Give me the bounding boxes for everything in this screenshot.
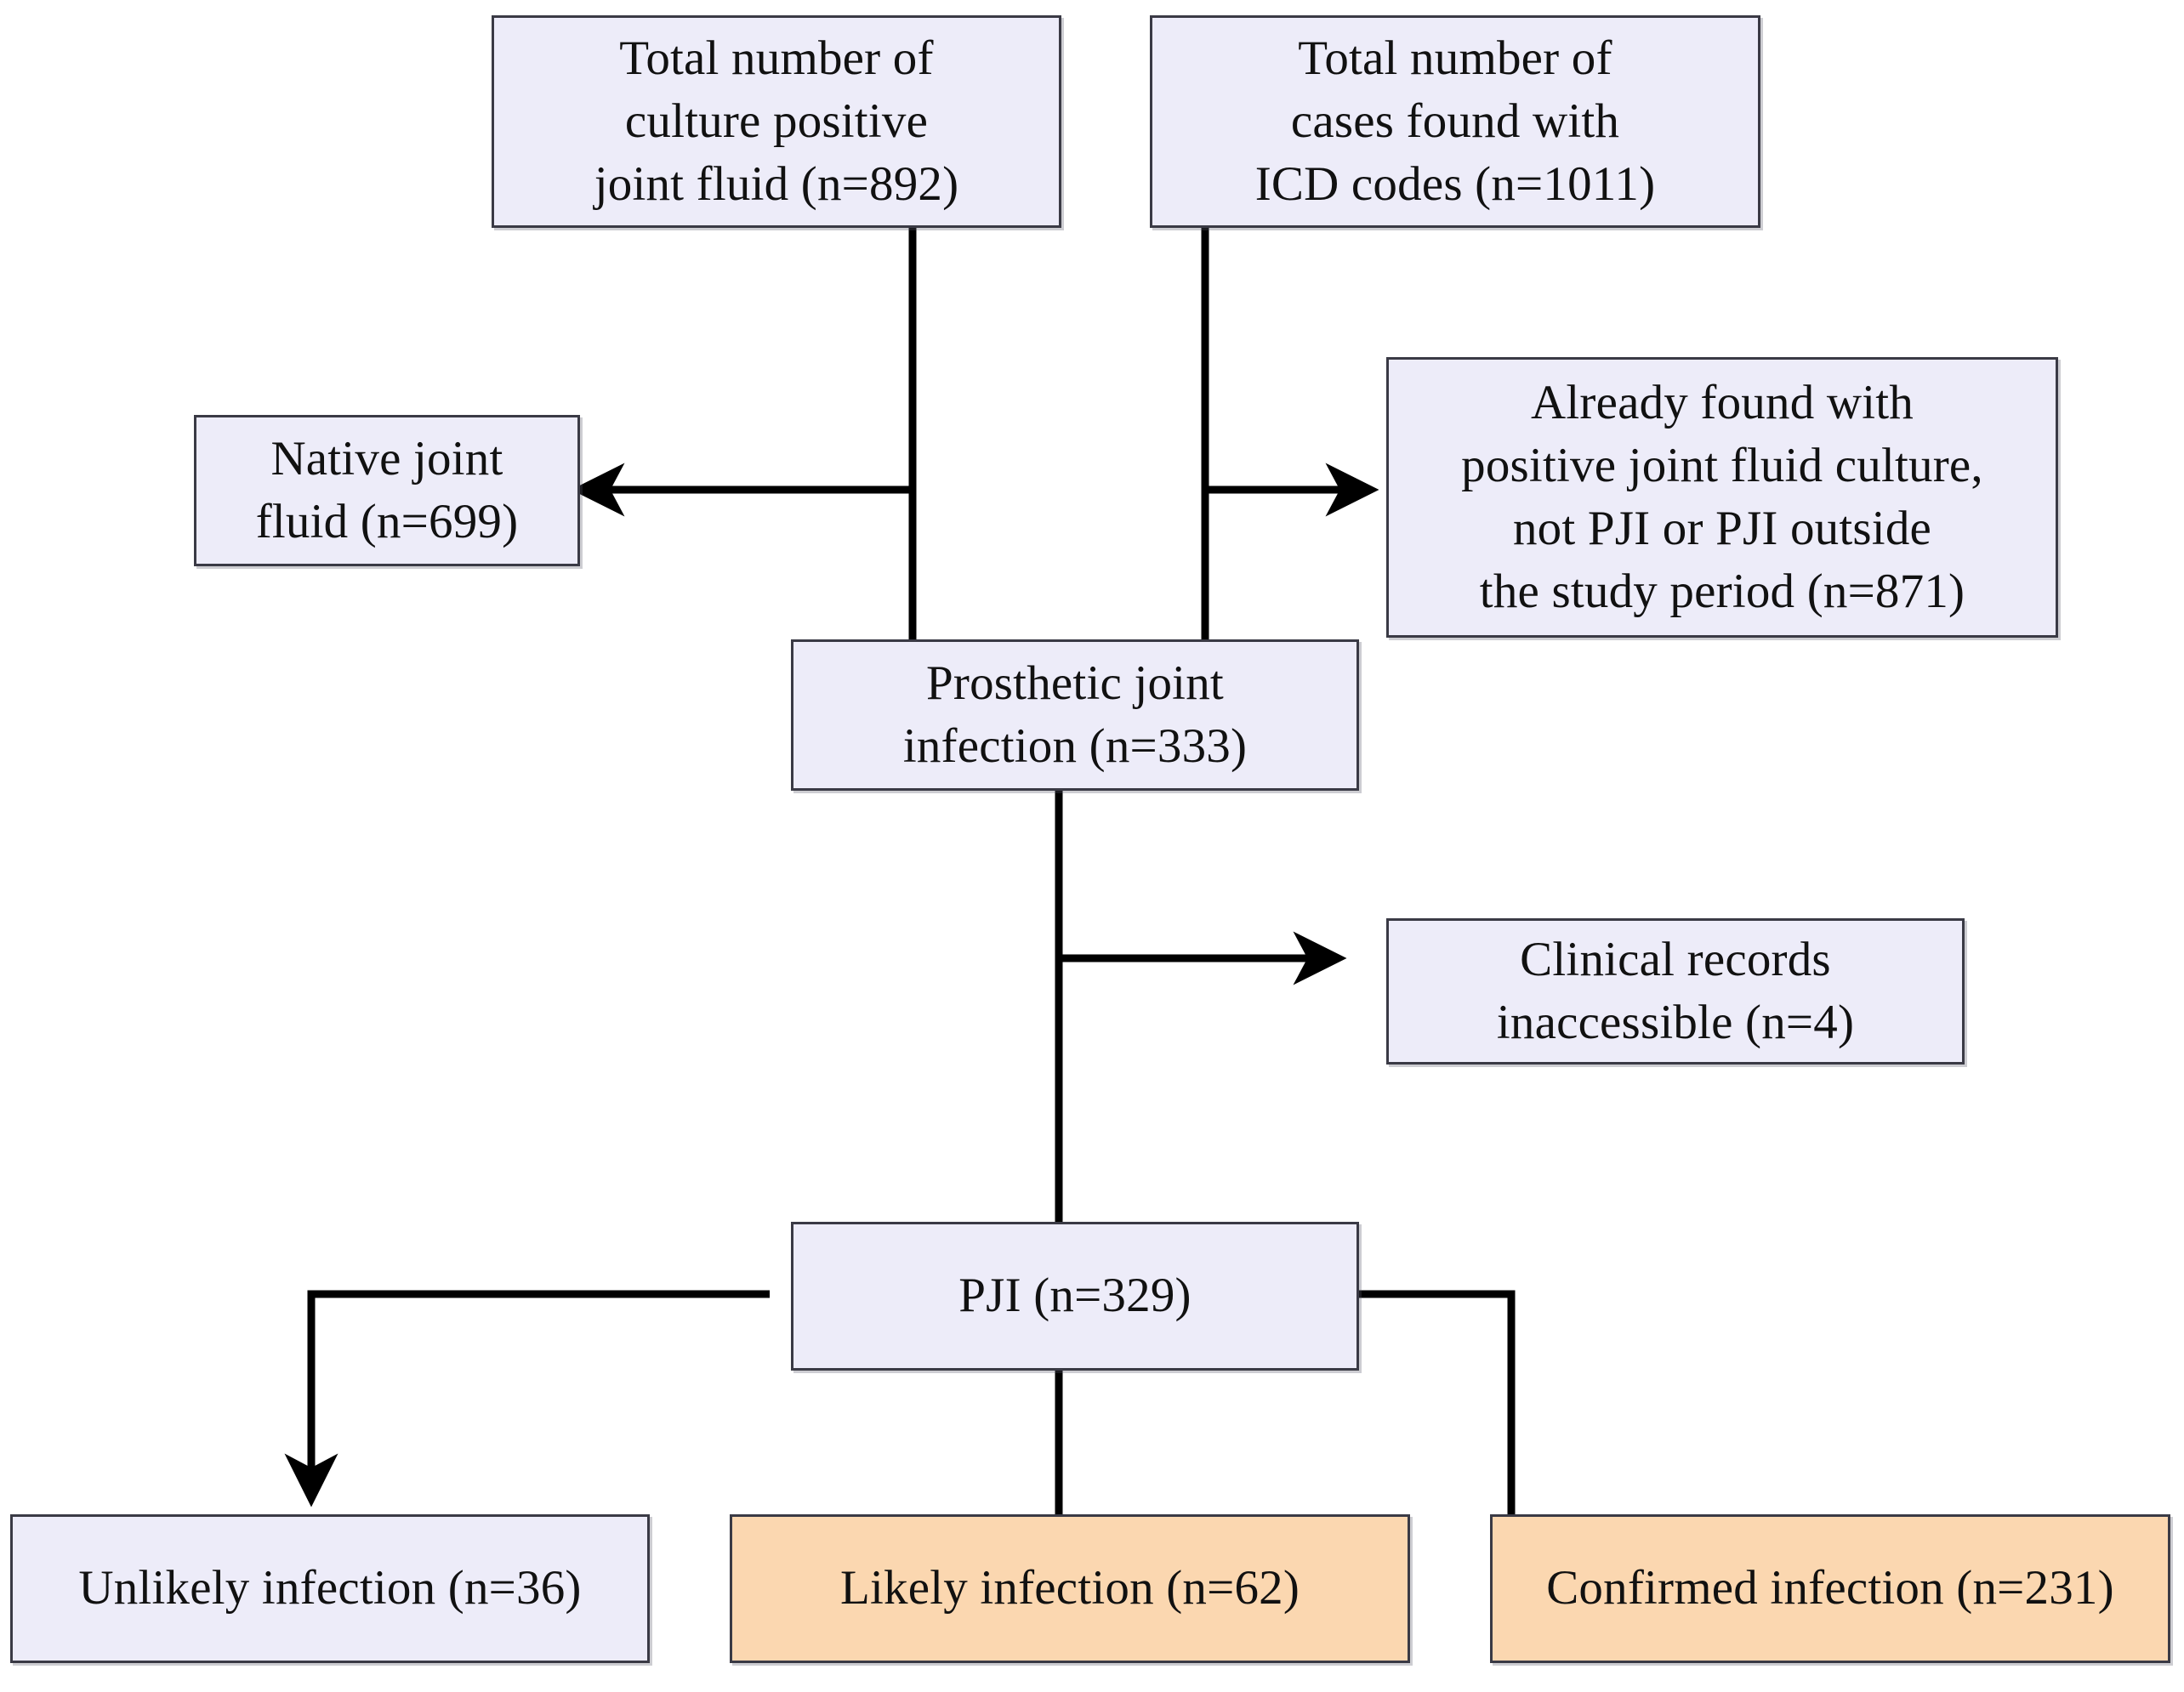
- node-icd-codes[interactable]: Total number of cases found with ICD cod…: [1150, 15, 1760, 228]
- node-native-joint-fluid[interactable]: Native joint fluid (n=699): [194, 415, 580, 566]
- node-pji[interactable]: PJI (n=329): [791, 1222, 1359, 1371]
- node-confirmed-infection[interactable]: Confirmed infection (n=231): [1490, 1514, 2170, 1663]
- node-likely-infection[interactable]: Likely infection (n=62): [730, 1514, 1410, 1663]
- node-records-inaccessible[interactable]: Clinical records inaccessible (n=4): [1386, 918, 1965, 1065]
- node-culture-positive[interactable]: Total number of culture positive joint f…: [492, 15, 1061, 228]
- node-already-found[interactable]: Already found with positive joint fluid …: [1386, 357, 2058, 638]
- node-prosthetic-joint-infection[interactable]: Prosthetic joint infection (n=333): [791, 639, 1359, 791]
- edge-pji-to-unlikely: [284, 1290, 770, 1507]
- node-unlikely-infection[interactable]: Unlikely infection (n=36): [10, 1514, 650, 1663]
